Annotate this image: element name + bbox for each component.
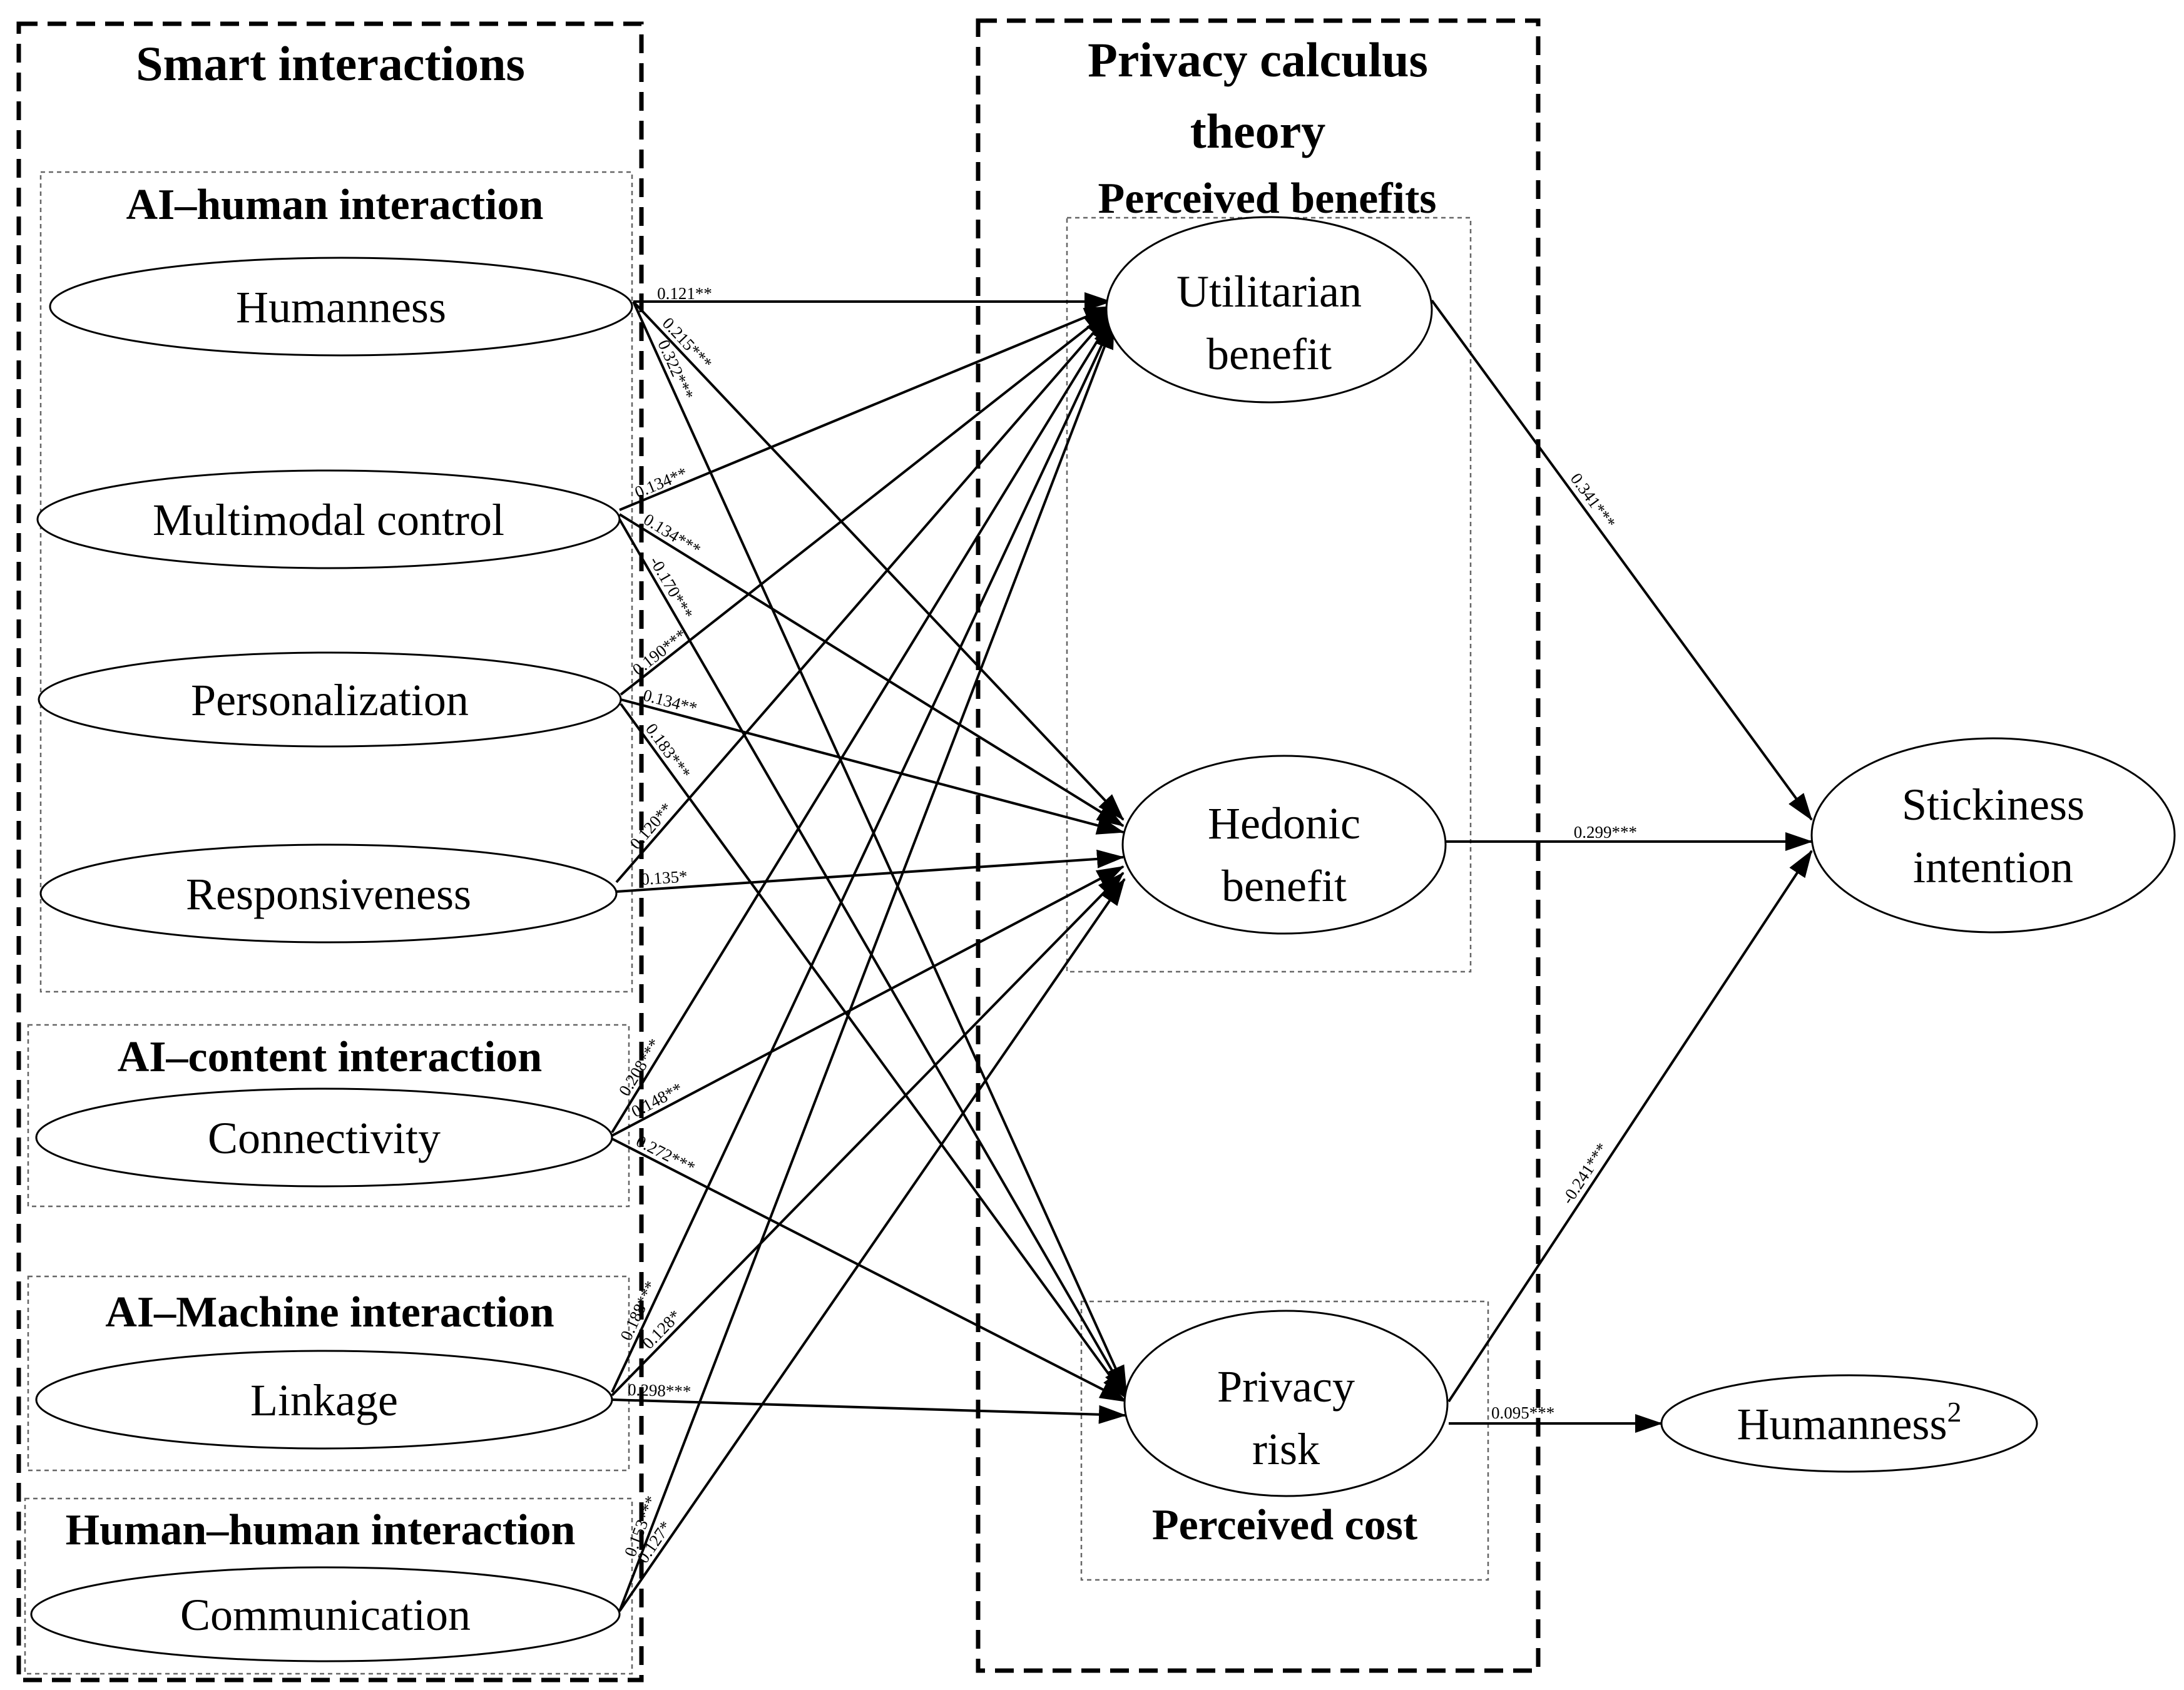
path-coefficient-hum-ub: 0.121** [657, 284, 712, 303]
connectivity-node: Connectivity [35, 1087, 613, 1188]
path-arrow-lin-hb [611, 872, 1125, 1397]
path-arrow-mul-hb [618, 513, 1125, 827]
utilitarian-benefit-node: Utilitarian benefit [1105, 216, 1433, 404]
linkage-node: Linkage [35, 1350, 613, 1450]
humanness-squared-label: Humanness2 [1737, 1396, 1962, 1449]
personalization-node: Personalization [38, 651, 622, 748]
perceived-cost-heading: Perceived cost [1152, 1501, 1417, 1549]
stickiness-intention-label-line1: Stickiness [1902, 780, 2084, 830]
human-human-interaction-heading: Human–human interaction [66, 1506, 576, 1554]
ai-machine-interaction-box [27, 1275, 630, 1472]
path-arrow-res-ub [615, 312, 1112, 883]
responsiveness-node: Responsiveness [39, 843, 618, 944]
ai-human-interaction-box [39, 171, 633, 993]
humanness-node: Humanness [49, 257, 633, 357]
perceived-benefits-heading: Perceived benefits [1098, 175, 1436, 223]
ai-human-interaction-heading: AI–human interaction [126, 181, 544, 229]
path-arrow-mul-ub [619, 305, 1112, 511]
communication-label: Communication [180, 1590, 471, 1640]
path-arrow-per-ub [620, 308, 1112, 696]
multimodal-control-label: Multimodal control [153, 495, 504, 545]
utilitarian-benefit-label-line2: benefit [1207, 329, 1332, 379]
communication-node: Communication [30, 1566, 621, 1662]
humanness-squared-node: Humanness2 [1660, 1374, 2038, 1473]
stickiness-intention-node: Stickiness intention [1810, 737, 2176, 934]
hedonic-benefit-label-line1: Hedonic [1208, 798, 1360, 848]
path-coefficient-per-ub: 0.190*** [629, 625, 690, 679]
path-arrow-mul-pr [618, 518, 1128, 1397]
responsiveness-label: Responsiveness [186, 869, 471, 919]
path-arrow-res-hb [616, 849, 1125, 893]
path-arrow-pr-si [1447, 850, 1813, 1403]
linkage-label: Linkage [250, 1375, 398, 1425]
ai-content-interaction-box [27, 1024, 630, 1208]
path-arrow-lin-pr [611, 1398, 1126, 1424]
utilitarian-benefit-label-line1: Utilitarian [1176, 267, 1362, 317]
humanness-label: Humanness [236, 282, 446, 332]
perceived-cost-box [1080, 1300, 1489, 1581]
path-arrow-con-ub [611, 315, 1114, 1134]
path-coefficient-res-ub: 0.120** [626, 799, 676, 853]
privacy-calculus-heading-line2: theory [1190, 104, 1326, 158]
perceived-benefits-box [1066, 216, 1472, 973]
path-arrow-per-pr [620, 703, 1128, 1400]
privacy-risk-label-line1: Privacy [1217, 1362, 1355, 1412]
ai-content-interaction-heading: AI–content interaction [118, 1033, 543, 1081]
path-arrow-com-ub [618, 321, 1115, 1612]
privacy-calculus-box [976, 18, 1541, 1673]
smart-interactions-heading: Smart interactions [136, 36, 525, 91]
path-coefficient-mul-pr: -0.170*** [646, 553, 697, 622]
stickiness-intention-label-line2: intention [1913, 842, 2073, 892]
human-human-interaction-box [24, 1497, 633, 1675]
path-arrow-hum-pr [632, 301, 1128, 1393]
path-coefficient-lin-pr: 0.298*** [628, 1380, 691, 1401]
path-coefficient-pr-hsq: 0.095*** [1491, 1403, 1554, 1422]
path-arrow-ub-si [1431, 299, 1813, 821]
hedonic-benefit-label-line2: benefit [1222, 861, 1347, 911]
path-coefficient-res-hb: 0.135* [640, 867, 688, 888]
path-arrow-hum-hb [632, 300, 1125, 821]
personalization-label: Personalization [191, 675, 469, 725]
privacy-risk-node: Privacy risk [1123, 1310, 1449, 1497]
path-coefficient-per-pr: 0.183*** [642, 720, 695, 783]
humanness-squared-superscript: 2 [1947, 1396, 1961, 1428]
path-coefficient-hb-si: 0.299*** [1574, 823, 1637, 842]
multimodal-control-node: Multimodal control [36, 469, 621, 569]
path-arrow-per-hb [620, 698, 1125, 835]
hedonic-benefit-node: Hedonic benefit [1121, 755, 1447, 935]
path-arrow-con-pr [611, 1138, 1128, 1403]
path-arrow-com-hb [618, 878, 1126, 1612]
path-arrow-lin-ub [611, 318, 1115, 1393]
connectivity-label: Connectivity [208, 1113, 441, 1163]
path-arrow-con-hb [611, 865, 1125, 1137]
privacy-risk-label-line2: risk [1252, 1424, 1320, 1474]
ai-machine-interaction-heading: AI–Machine interaction [105, 1288, 554, 1336]
privacy-calculus-heading-line1: Privacy calculus [1088, 33, 1428, 87]
